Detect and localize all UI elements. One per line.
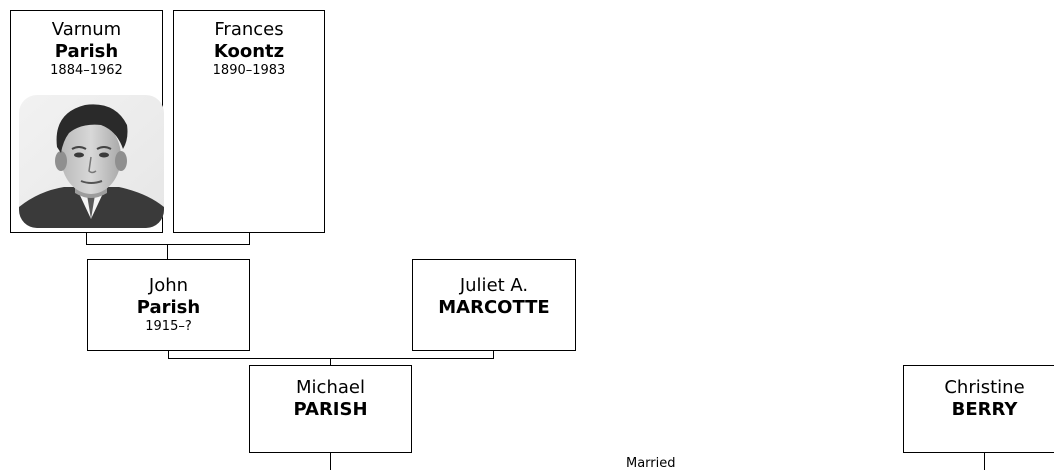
person-card-john-parish[interactable]: John Parish 1915–? — [87, 259, 250, 351]
person-card-juliet-marcotte[interactable]: Juliet A. MARCOTTE — [412, 259, 576, 351]
life-dates: 1884–1962 — [50, 63, 123, 78]
last-name: Koontz — [213, 41, 285, 62]
portrait-photo — [19, 95, 164, 228]
person-card-varnum-parish[interactable]: Varnum Parish 1884–1962 — [10, 10, 164, 233]
parents-connector-right-drop — [249, 232, 250, 244]
parents-connector-left-drop — [86, 232, 87, 244]
first-name: Frances — [214, 19, 284, 40]
grandparents-connector-bar — [168, 358, 494, 359]
first-name: John — [148, 275, 189, 296]
grandparents-to-child-line — [330, 358, 331, 365]
life-dates: 1890–1983 — [212, 63, 286, 78]
first-name: Christine — [944, 377, 1025, 398]
parents-to-child-line — [167, 244, 168, 259]
marriage-label: Married — [626, 456, 676, 471]
last-name: PARISH — [293, 399, 368, 420]
person-card-frances-koontz[interactable]: Frances Koontz 1890–1983 — [173, 10, 325, 233]
last-name: Parish — [54, 41, 119, 62]
first-name: Michael — [296, 377, 365, 398]
michael-descendant-line — [330, 452, 331, 470]
last-name: MARCOTTE — [438, 297, 550, 318]
parents-connector-bar — [86, 244, 250, 245]
first-name: Varnum — [51, 19, 122, 40]
person-card-michael-parish[interactable]: Michael PARISH — [249, 365, 412, 453]
life-dates: 1915–? — [145, 319, 192, 334]
christine-descendant-line — [984, 452, 985, 470]
grandparents-connector-right-drop — [493, 350, 494, 358]
grandparents-connector-left-drop — [168, 350, 169, 358]
last-name: BERRY — [951, 399, 1018, 420]
person-card-christine-berry[interactable]: Christine BERRY — [903, 365, 1054, 453]
last-name: Parish — [136, 297, 201, 318]
first-name: Juliet A. — [459, 275, 529, 296]
